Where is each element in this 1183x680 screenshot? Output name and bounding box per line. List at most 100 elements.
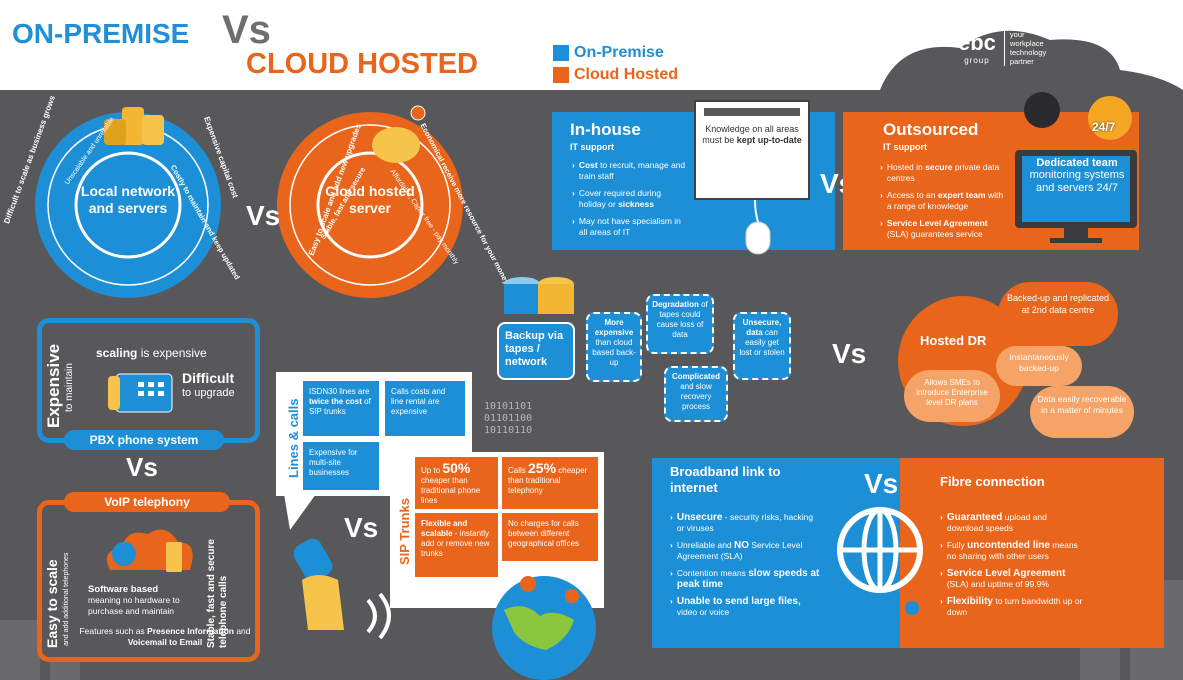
lines-label: Lines & calls [286,398,301,478]
software-rest: meaning no hardware to purchase and main… [88,595,180,616]
point-bold: Flexibility [946,596,993,607]
fibre-point: Flexibility to turn bandwidth up or down [940,596,1085,618]
headset-person-icon [1024,92,1060,128]
box-text: and slow recovery process [680,382,712,411]
broadband-vs: Vs [864,468,899,499]
pbx-expensive: Expensive [44,344,64,428]
cell-bold: twice the cost [309,397,362,406]
speech-tail [284,494,316,530]
point-bold: expert team [937,190,986,200]
box-text: than cloud based back-up [592,338,636,367]
features-bold: Voicemail to Email [127,637,203,647]
point-bold: slow speeds at peak time [676,568,820,590]
point-text: - security risks, hacking or viruses [676,512,814,533]
point-bold: Unsecure [676,512,723,523]
point-text: Unreliable and [676,540,735,550]
backup-tapes-box: Backup via tapes / network [497,322,575,380]
binary-line: 10110110 [484,425,533,436]
pbx-to-maintain: to maintain [64,363,75,412]
hosted-dr-title: Hosted DR [920,333,987,348]
dr-cloud-3: Allows SMEs to introduce Enterprise leve… [904,370,1000,422]
globe-icon [492,576,596,680]
sip-cell-4: No charges for calls between different g… [502,513,598,561]
desk-phone-icon [108,373,173,413]
lines-cell-2: Calls costs and line rental are expensiv… [385,381,465,436]
lines-cell-3: Expensive for multi-site businesses [303,442,379,490]
scaling-bold: scaling [96,346,138,360]
outsourced-point: Hosted in secure private data centres [880,162,1005,184]
monitor-graphic [1015,92,1137,243]
book-bold-text: kept up-to-date [736,135,802,145]
inhouse-subtitle: IT support [570,142,614,152]
dr-cloud-4: Data easily recoverable in a matter of m… [1030,386,1134,438]
point-text: Cover required during holiday or [578,188,662,209]
pbx-vs: Vs [126,452,158,482]
rings-graphic [35,105,463,298]
point-text: video or voice [676,607,730,617]
outsourced-subtitle: IT support [883,142,927,152]
point-text: upload and download speeds [946,512,1047,533]
point-text: (SLA) guarantees service [886,229,983,239]
rings-vs: Vs [246,200,281,231]
point-bold: secure [925,162,953,172]
point-text: Access to an [886,190,938,200]
logo-tagline-line: partner [1009,57,1034,66]
knowledge-book: Knowledge on all areas must be kept up-t… [694,100,810,200]
voip-software: Software based meaning no hardware to pu… [88,584,198,617]
point-text: Contention means [676,568,749,578]
broadband-point: Unreliable and NO Service Level Agreemen… [670,540,820,562]
broadband-title: Broadband link to internet [670,464,781,495]
title-vs: Vs [222,8,271,52]
ebc-logo: ebc group your workplace technology part… [958,30,1078,66]
legend-cloud-hosted: Cloud Hosted [553,66,678,84]
cell-text: cheaper than traditional telephony [508,466,588,495]
fibre-point: Service Level Agreement (SLA) and uptime… [940,568,1085,590]
cell-text: cheaper than traditional phone lines [421,476,481,505]
point-text: (SLA) and uptime of 99.9% [946,579,1049,589]
inhouse-point: May not have specialism in all areas of … [572,216,687,238]
point-bold: Cost [578,160,598,170]
software-bold: Software based [88,584,159,595]
legend-label: Cloud Hosted [574,66,678,83]
legend-label: On-Premise [574,44,664,61]
badge-24-7: 24/7 [1092,120,1116,134]
lines-vs: Vs [344,512,379,543]
inhouse-point: Cover required during holiday or sicknes… [572,188,687,210]
point-bold: NO [734,540,750,551]
logo-name: ebc [958,30,996,55]
voip-easy: Easy to scale [44,559,60,648]
point-text: Service Level Agreement (SLA) [676,540,803,561]
box-bold: More expensive [594,318,634,337]
legend-on-premise: On-Premise [553,44,664,62]
outsourced-points: Hosted in secure private data centres Ac… [880,162,1005,246]
lines-cell-1: ISDN30 lines are twice the cost of SIP t… [303,381,379,436]
cell-bold: Flexible and scalable [421,519,468,538]
ring-left-center: Local network and servers [80,183,176,216]
logo-tagline-line: technology [1009,48,1047,57]
broadband-point: Unable to send large files, video or voi… [670,596,820,618]
point-text: private data centres [886,162,1000,183]
monitor-screen-text: Dedicated team monitoring systems and se… [1024,157,1130,195]
monitor-title: Dedicated team [1036,157,1118,169]
cell-text: ISDN30 lines are [309,387,370,396]
box-text: can easily get lost or stolen [739,328,785,357]
box-bold: Degradation [652,300,699,309]
point-bold: Unable to send large files, [676,596,801,607]
features-text: Features such as [79,626,148,636]
point-text: May not have specialism in all areas of … [578,216,681,237]
network-globe-icon [837,507,923,616]
piggy-bank-icon [372,105,426,163]
pbx-difficult: Difficult [182,370,235,386]
dr-cloud-1: Backed-up and replicated at 2nd data cen… [998,282,1118,346]
point-bold: Guaranteed [946,512,1003,523]
point-bold: Service Level Agreement [946,568,1066,579]
outsourced-title: Outsourced [883,120,979,139]
sip-cell-3: Flexible and scalable - instantly add or… [415,513,498,577]
pbx-scaling: scaling is expensive [96,346,207,360]
fibre-title: Fibre connection [940,474,1045,489]
fibre-point: Guaranteed upload and download speeds [940,512,1085,534]
box-bold: Unsecure, data [742,318,782,337]
pbx-to-upgrade: to upgrade [182,387,235,399]
fibre-point: Fully uncontended line means no sharing … [940,540,1085,562]
point-text: to turn bandwidth up or down [946,596,1083,617]
